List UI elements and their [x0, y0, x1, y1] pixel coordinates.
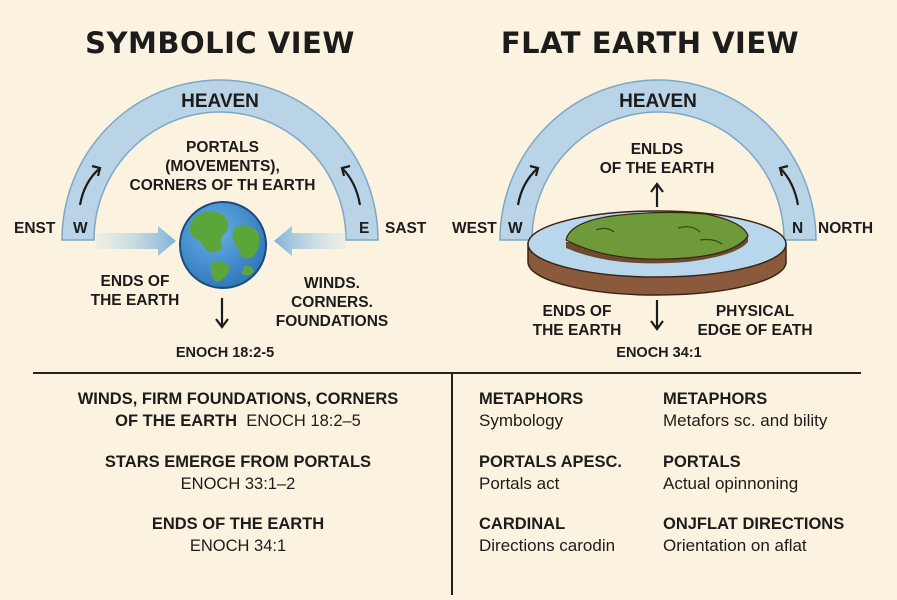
flat-earth-view-title: FLAT EARTH VIEW — [500, 26, 800, 60]
symbolic-reference: ENOCH 18:2-5 — [175, 345, 275, 361]
horizontal-divider — [33, 372, 861, 374]
symbolic-winds-label: WINDS. CORNERS. FOUNDATIONS — [275, 275, 389, 330]
flat-north-inner-label: N — [792, 220, 804, 237]
comparison-left-cell: METAPHORS Symbology — [479, 390, 584, 430]
comparison-right-cell: PORTALS Actual opinnoning — [663, 453, 799, 493]
right-wind-arrow — [274, 226, 346, 256]
flat-west-inner-label: W — [508, 220, 523, 237]
flat-down-arrow — [650, 300, 664, 331]
symbolic-west-inner-label: W — [73, 220, 88, 237]
comparison-right-cell: METAPHORS Metafors sc. and bility — [663, 390, 828, 430]
symbolic-view-title: SYMBOLIC VIEW — [85, 26, 355, 60]
symbolic-east-inner-label: E — [359, 220, 370, 237]
symbolic-ends-label: ENDS OF THE EARTH — [90, 273, 180, 309]
symbolic-east-outer-label: SAST — [385, 220, 427, 237]
symbolic-right-curved-arrow — [340, 164, 362, 206]
flat-reference: ENOCH 34:1 — [616, 345, 702, 361]
flat-heaven-arc — [499, 79, 817, 241]
flat-north-outer-label: NORTH — [818, 220, 874, 237]
flat-heaven-label: HEAVEN — [619, 91, 697, 112]
flat-west-outer-label: WEST — [452, 220, 497, 237]
symbolic-list-item: ENDS OF THE EARTH ENOCH 34:1 — [151, 515, 325, 555]
left-wind-arrow — [96, 226, 176, 256]
comparison-left-cell: PORTALS APESC. Portals act — [479, 453, 623, 493]
flat-earth-disc-icon — [527, 210, 787, 296]
flat-right-curved-arrow — [778, 164, 800, 206]
symbolic-heaven-label: HEAVEN — [181, 91, 259, 112]
comparison-right-cell: ONJFLAT DIRECTIONS Orientation on aflat — [663, 515, 845, 555]
symbolic-west-outer-label: ENST — [14, 220, 56, 237]
symbolic-portals-label: PORTALS (MOVEMENTS), CORNERS OF TH EARTH — [129, 139, 316, 194]
flat-up-arrow — [650, 182, 664, 207]
symbolic-list-item: STARS EMERGE FROM PORTALS ENOCH 33:1–2 — [104, 453, 372, 493]
symbolic-list-item: WINDS, FIRM FOUNDATIONS, CORNERS OF THE … — [77, 390, 399, 430]
flat-physical-edge-label: PHYSICAL EDGE OF EATH — [697, 303, 813, 339]
vertical-divider — [451, 373, 453, 595]
symbolic-down-arrow — [215, 298, 229, 329]
flat-left-curved-arrow — [516, 164, 540, 206]
comparison-left-cell: CARDINAL Directions carodin — [479, 515, 616, 555]
symbolic-heaven-arc — [61, 79, 379, 241]
diagram-graphics — [61, 79, 817, 331]
symbolic-left-curved-arrow — [78, 164, 102, 206]
globe-icon — [179, 201, 267, 289]
flat-ends-label: ENDS OF THE EARTH — [532, 303, 622, 339]
flat-ends-top-label: ENLDS OF THE EARTH — [599, 141, 715, 177]
